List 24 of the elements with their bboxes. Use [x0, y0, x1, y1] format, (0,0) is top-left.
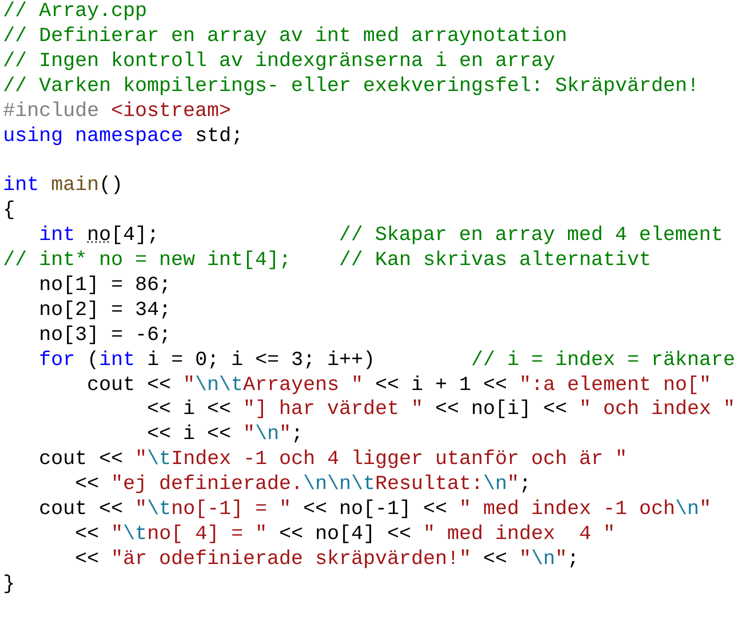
- code-line: cout << "\n\tArrayens " << i + 1 << ":a element no[": [86, 374, 712, 398]
- code-comment: // Varken kompilerings- eller exekveringsfel: Skräpvärden!: [3, 74, 700, 99]
- code-line: cout << "\tIndex -1 och 4 ligger utanför och är ": [38, 448, 628, 472]
- code-line: no[3] = -6;: [38, 324, 172, 348]
- code-line: int main(): [3, 174, 124, 198]
- code-line: #include <iostream>: [3, 100, 232, 124]
- code-comment: // Array.cpp: [3, 0, 148, 24]
- code-line: int no[4];: [39, 224, 160, 248]
- code-line: for (int i = 0; i <= 3; i++) // i = index = räknare: [38, 348, 736, 373]
- code-comment: // Skapar en array med 4 element: [339, 224, 724, 248]
- code-line: << "ej definierade.\n\n\tResultat:\n";: [74, 473, 532, 498]
- code-line: << "\tno[ 4] = " << no[4] << " med index 4 ": [74, 522, 616, 547]
- code-line: {: [3, 199, 16, 224]
- code-line: // int* no = new int[4]; // Kan skrivas alternativt: [3, 249, 652, 273]
- code-comment: // Definierar en array av int med arraynotation: [3, 24, 568, 49]
- code-line: }: [3, 572, 16, 597]
- code-line: cout << "\tno[-1] = " << no[-1] << " med index -1 och\n": [38, 498, 712, 522]
- code-line: no[1] = 86;: [38, 274, 172, 298]
- code-line: no[2] = 34;: [38, 298, 172, 323]
- code-line: << "är odefinierade skräpvärden!" << "\n";: [74, 548, 580, 572]
- code-line: using namespace std;: [3, 124, 244, 148]
- code-line: << i << "\n";: [146, 423, 304, 448]
- code-comment: // Ingen kontroll av indexgränserna i en array: [3, 50, 556, 74]
- code-line: << i << "] har värdet " << no[i] << " och index ": [146, 398, 736, 422]
